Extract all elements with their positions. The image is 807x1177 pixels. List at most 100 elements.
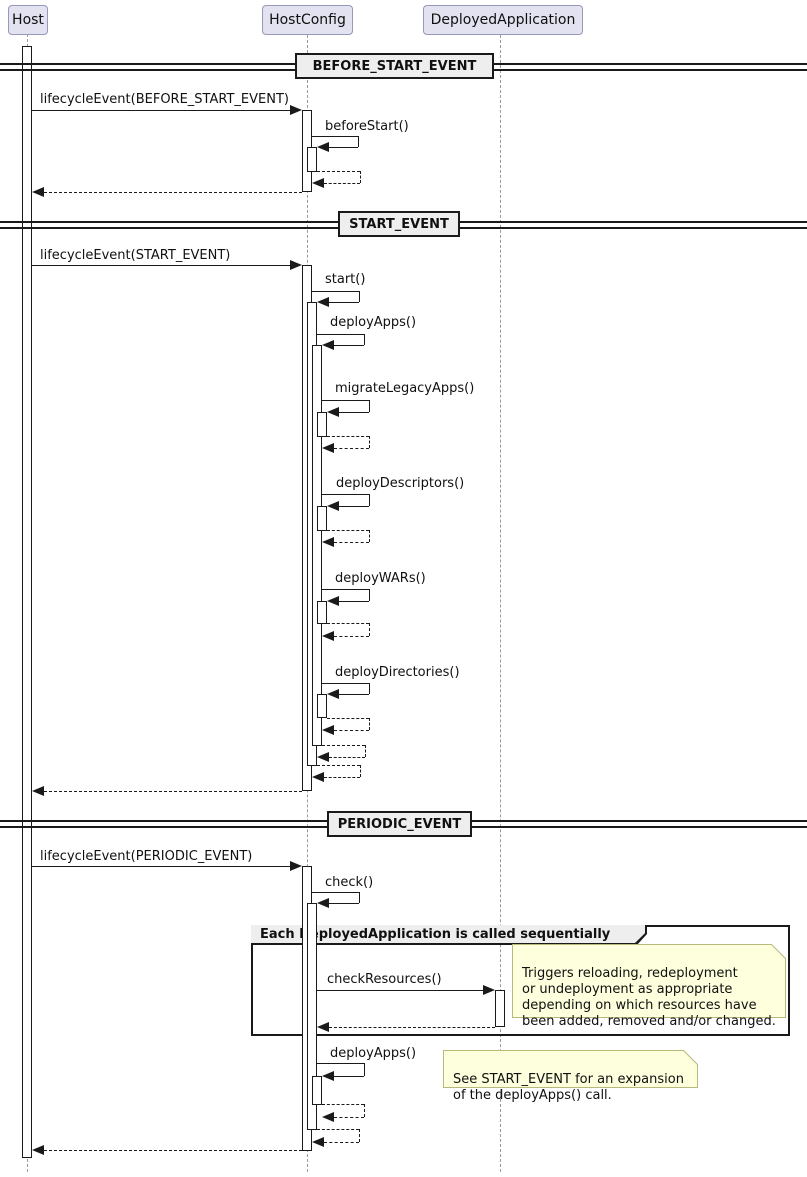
- arrowhead-right: [290, 260, 302, 270]
- activation-deploy-wars: [317, 601, 327, 624]
- participant-deployedapplication: DeployedApplication: [423, 5, 583, 35]
- self-call-line: [359, 291, 360, 302]
- arrowhead-left: [32, 786, 44, 796]
- self-call-line: [322, 400, 369, 401]
- self-call-line: [322, 494, 369, 495]
- activation-host: [22, 46, 32, 1158]
- arrowhead-left: [322, 537, 334, 547]
- message-line: [32, 866, 290, 867]
- message-label: deployApps(): [330, 1046, 417, 1061]
- return-line: [327, 436, 369, 437]
- self-call-line: [339, 601, 369, 602]
- self-call-line: [364, 1063, 365, 1076]
- arrowhead-left: [32, 187, 44, 197]
- group-tab-label: Each DeployedApplication is called seque…: [251, 925, 645, 943]
- activation-hostconfig-periodic-2: [307, 903, 317, 1130]
- return-line: [322, 1104, 364, 1105]
- self-call-line: [312, 136, 358, 137]
- arrowhead-left: [322, 340, 334, 350]
- self-call-line: [312, 291, 359, 292]
- participant-host: Host: [8, 5, 48, 35]
- return-line: [359, 1129, 360, 1142]
- arrowhead-left: [312, 1137, 324, 1147]
- self-call-line: [322, 589, 369, 590]
- message-label: lifecycleEvent(BEFORE_START_EVENT): [40, 92, 289, 107]
- message-line: [32, 110, 290, 111]
- arrowhead-right: [290, 105, 302, 115]
- arrowhead-left: [312, 772, 324, 782]
- note-check-resources: Triggers reloading, redeployment or unde…: [512, 944, 786, 1029]
- activation-migrate-legacy-apps: [317, 412, 327, 437]
- activation-deploy-descriptors: [317, 506, 327, 531]
- participant-hostconfig: HostConfig: [262, 5, 353, 35]
- self-call-line: [339, 412, 369, 413]
- return-line: [327, 718, 369, 719]
- self-call-line: [312, 892, 359, 893]
- return-line: [329, 1027, 495, 1028]
- self-call-line: [358, 136, 359, 147]
- return-line: [324, 183, 360, 184]
- self-call-line: [317, 334, 364, 335]
- divider-periodic-event: PERIODIC_EVENT: [327, 811, 472, 837]
- return-line: [360, 765, 361, 777]
- arrowhead-left: [322, 1071, 334, 1081]
- divider-before-start-event: BEFORE_START_EVENT: [295, 53, 494, 79]
- arrowhead-left: [312, 178, 324, 188]
- self-call-line: [369, 683, 370, 694]
- return-line: [324, 1142, 359, 1143]
- divider-start-event: START_EVENT: [338, 211, 460, 237]
- self-call-line: [317, 1063, 364, 1064]
- message-label: start(): [325, 272, 366, 287]
- message-label: deployApps(): [330, 315, 417, 330]
- arrowhead-right: [483, 985, 495, 995]
- return-line: [44, 791, 302, 792]
- self-call-line: [334, 1076, 364, 1077]
- return-line: [317, 765, 360, 766]
- message-label: lifecycleEvent(START_EVENT): [40, 248, 231, 263]
- arrowhead-left: [32, 1145, 44, 1155]
- note-text: Triggers reloading, redeployment or unde…: [522, 966, 776, 1029]
- self-call-line: [339, 506, 369, 507]
- return-line: [369, 623, 370, 636]
- arrowhead-left: [317, 1022, 329, 1032]
- self-call-line: [322, 683, 369, 684]
- return-line: [327, 623, 369, 624]
- return-line: [327, 530, 369, 531]
- message-line: [317, 990, 484, 991]
- message-label: deployWARs(): [335, 571, 426, 586]
- message-line: [32, 265, 290, 266]
- self-call-line: [364, 334, 365, 345]
- return-line: [369, 436, 370, 448]
- arrowhead-left: [327, 596, 339, 606]
- activation-hostconfig-before-2: [307, 147, 317, 172]
- note-deploy-apps: See START_EVENT for an expansion of the …: [443, 1050, 698, 1103]
- message-label: checkResources(): [327, 972, 442, 987]
- return-line: [317, 1129, 359, 1130]
- self-call-line: [339, 694, 369, 695]
- message-label: deployDirectories(): [335, 665, 460, 680]
- note-fold-icon: [771, 944, 786, 959]
- return-line: [360, 171, 361, 183]
- self-call-line: [329, 903, 359, 904]
- return-line: [329, 757, 365, 758]
- arrowhead-left: [317, 142, 329, 152]
- activation-deploy-directories: [317, 694, 327, 718]
- arrowhead-right: [290, 861, 302, 871]
- return-line: [334, 1117, 364, 1118]
- arrowhead-left: [327, 407, 339, 417]
- return-line: [369, 718, 370, 730]
- return-line: [322, 745, 365, 746]
- arrowhead-left: [327, 689, 339, 699]
- self-call-line: [359, 892, 360, 903]
- arrowhead-left: [327, 501, 339, 511]
- self-call-line: [369, 494, 370, 506]
- return-line: [334, 542, 369, 543]
- activation-deployedapplication: [495, 990, 505, 1027]
- return-line: [324, 777, 360, 778]
- arrowhead-left: [322, 1112, 334, 1122]
- self-call-line: [329, 302, 359, 303]
- arrowhead-left: [317, 297, 329, 307]
- arrowhead-left: [317, 898, 329, 908]
- message-label: lifecycleEvent(PERIODIC_EVENT): [40, 849, 253, 864]
